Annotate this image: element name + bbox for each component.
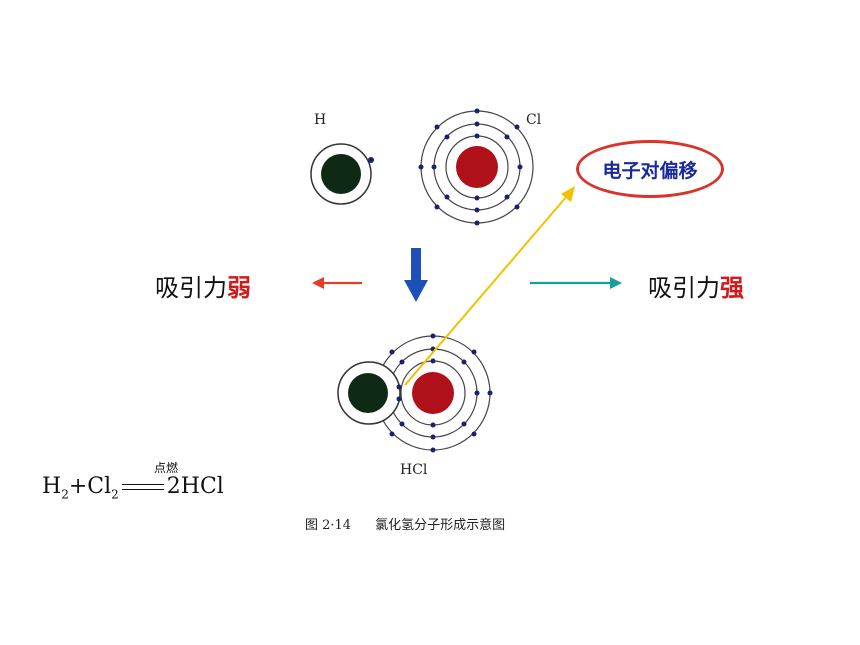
figure-caption: 图 2·14 氯化氢分子形成示意图	[305, 514, 505, 533]
weak-attraction-label: 吸引力弱	[155, 268, 251, 303]
eq-hydrogen-sub: 2	[61, 487, 69, 502]
chlorine-atom	[418, 108, 534, 226]
hydrogen-electron	[368, 157, 374, 163]
hcl-hydrogen-nucleus	[348, 373, 388, 413]
strong-attraction-label: 吸引力强	[648, 268, 744, 303]
strong-attraction-prefix: 吸引力	[648, 274, 720, 302]
eq-chlorine-sub: 2	[111, 487, 119, 502]
hydrogen-nucleus	[321, 154, 361, 194]
strong-attraction-emphasis: 强	[720, 274, 744, 302]
eq-plus: +	[68, 474, 88, 499]
hcl-molecule	[337, 333, 493, 453]
figure-number: 图 2·14	[305, 518, 352, 533]
hcl-chlorine-nucleus	[412, 372, 454, 414]
chlorine-label: Cl	[526, 112, 542, 128]
electron-shift-text: 电子对偏移	[602, 159, 698, 182]
electron-shift-bubble: 电子对偏移	[576, 140, 724, 198]
hcl-label: HCl	[400, 462, 428, 478]
eq-product: 2HCl	[166, 474, 224, 499]
eq-hydrogen: H	[42, 474, 62, 499]
left-arrow-icon	[312, 277, 362, 289]
hydrogen-label: H	[314, 112, 327, 128]
eq-condition: 点燃	[154, 461, 179, 475]
figure-caption-text: 氯化氢分子形成示意图	[375, 518, 506, 533]
weak-attraction-prefix: 吸引力	[155, 274, 227, 302]
hydrogen-atom	[310, 143, 374, 205]
down-arrow-icon	[404, 248, 428, 302]
chlorine-nucleus	[456, 146, 498, 188]
weak-attraction-emphasis: 弱	[227, 274, 251, 302]
eq-chlorine: Cl	[87, 474, 112, 499]
right-arrow-icon	[530, 277, 622, 289]
eq-equals-sign	[121, 484, 164, 490]
